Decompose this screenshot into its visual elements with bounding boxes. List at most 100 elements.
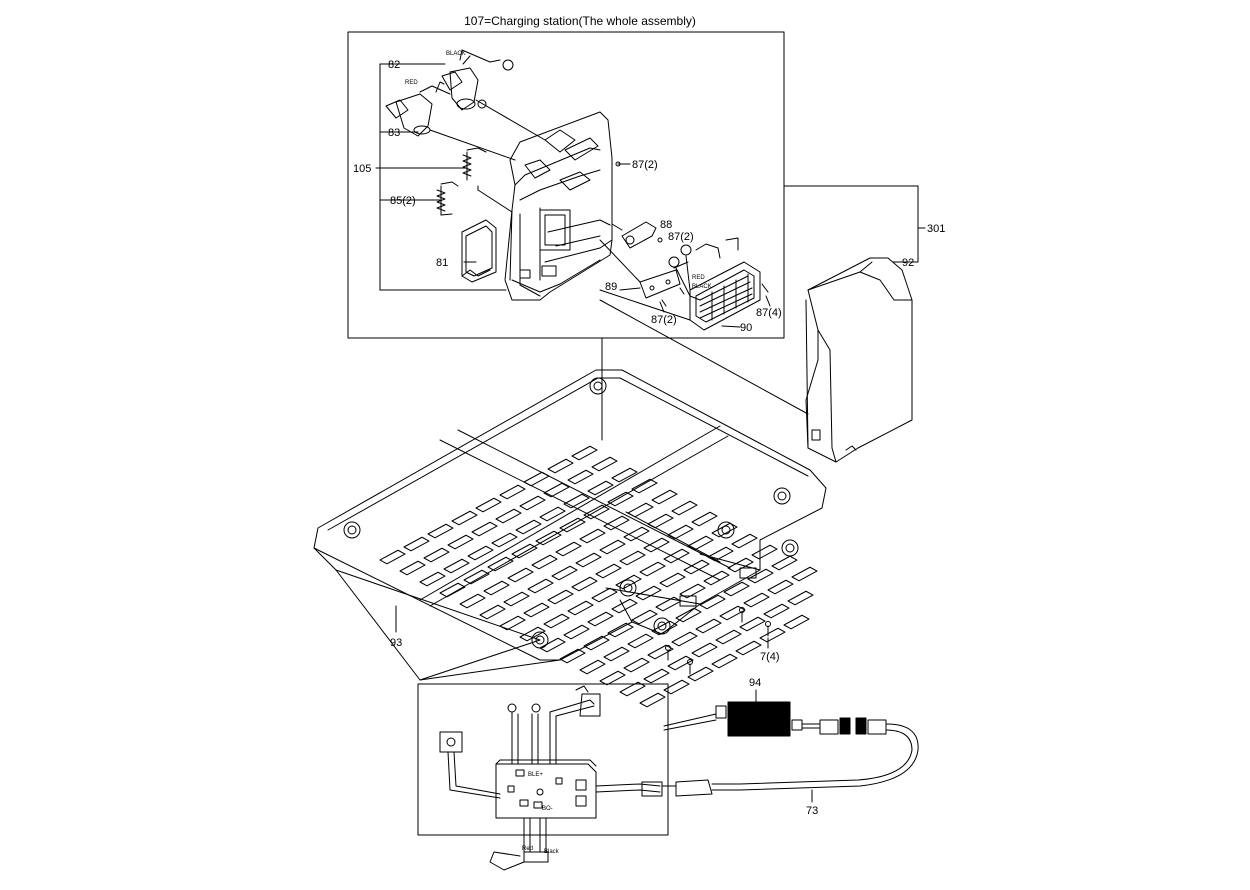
base-slot bbox=[491, 532, 518, 548]
base-slot bbox=[623, 526, 650, 542]
base-slot bbox=[479, 604, 506, 620]
wire-label-black-mid: BLACK bbox=[692, 284, 712, 290]
base-slot bbox=[379, 549, 406, 565]
base-slot bbox=[735, 640, 762, 656]
base-slot bbox=[567, 600, 594, 616]
base-slot bbox=[503, 591, 530, 607]
base-slot bbox=[475, 497, 502, 513]
detail-box-pcb bbox=[417, 683, 669, 836]
base-slot bbox=[583, 635, 610, 651]
base-slot bbox=[611, 467, 638, 483]
base-slot bbox=[767, 579, 794, 595]
springs-105-85 bbox=[436, 147, 513, 216]
base-slot bbox=[443, 558, 470, 574]
part-89 bbox=[599, 239, 689, 299]
base-slot bbox=[483, 580, 510, 596]
base-slot bbox=[587, 611, 614, 627]
base-slot bbox=[507, 567, 534, 583]
pcb-label-ble: BLE+ bbox=[528, 772, 543, 778]
base-slot bbox=[711, 653, 738, 669]
base-slot bbox=[599, 539, 626, 555]
base-slot bbox=[663, 679, 690, 695]
base-slot bbox=[547, 589, 574, 605]
base-slot bbox=[623, 657, 650, 673]
part-88 bbox=[611, 221, 663, 249]
callout-93: 93 bbox=[390, 637, 402, 649]
callout-73: 73 bbox=[806, 805, 818, 817]
base-slot bbox=[439, 582, 466, 598]
base-slot bbox=[631, 478, 658, 494]
base-slot bbox=[515, 519, 542, 535]
base-slot bbox=[599, 670, 626, 686]
station-housing-detail bbox=[504, 111, 613, 301]
base-slot bbox=[583, 504, 610, 520]
base-slot bbox=[563, 493, 590, 509]
base-slot bbox=[759, 627, 786, 643]
base-slot bbox=[555, 541, 582, 557]
screws-7 bbox=[665, 607, 771, 675]
callout-87-top: 87(2) bbox=[632, 159, 658, 171]
callout-87-4: 87(4) bbox=[756, 307, 782, 319]
base-slot bbox=[551, 565, 578, 581]
detail-box-station bbox=[347, 31, 785, 339]
base-slot bbox=[587, 480, 614, 496]
base-slot bbox=[687, 535, 714, 551]
base-slot bbox=[499, 484, 526, 500]
wire-label-black-bottom: Black bbox=[544, 849, 560, 855]
base-slot bbox=[787, 590, 814, 606]
base-slot bbox=[451, 510, 478, 526]
base-slot bbox=[471, 521, 498, 537]
base-slot bbox=[783, 614, 810, 630]
base-slot bbox=[571, 445, 598, 461]
base-slot bbox=[639, 692, 666, 708]
base-slot bbox=[595, 563, 622, 579]
left-bracket bbox=[375, 63, 507, 291]
callout-88: 88 bbox=[660, 219, 672, 231]
base-slot bbox=[639, 561, 666, 577]
base-slot bbox=[607, 491, 634, 507]
base-slot bbox=[671, 500, 698, 516]
callout-90: 90 bbox=[740, 322, 752, 334]
base-slot bbox=[399, 560, 426, 576]
base-slot bbox=[727, 557, 754, 573]
base-slot bbox=[539, 637, 566, 653]
base-slot bbox=[607, 622, 634, 638]
base-slot bbox=[511, 543, 538, 559]
base-slot bbox=[699, 594, 726, 610]
base-slot bbox=[543, 613, 570, 629]
base-slot bbox=[707, 546, 734, 562]
base-slot bbox=[527, 578, 554, 594]
wire-label-black-top: BLACK bbox=[446, 51, 466, 57]
callout-89: 89 bbox=[605, 281, 617, 293]
callout-7: 7(4) bbox=[760, 651, 780, 663]
base-slot bbox=[495, 508, 522, 524]
wire-label-red-top: RED bbox=[405, 80, 418, 86]
bracket-301 bbox=[783, 185, 926, 263]
pcb-board bbox=[495, 759, 597, 819]
base-slot bbox=[667, 524, 694, 540]
callout-94: 94 bbox=[749, 677, 761, 689]
base-slot bbox=[791, 566, 818, 582]
base-slot bbox=[715, 629, 742, 645]
base-slot bbox=[683, 559, 710, 575]
base-slot bbox=[603, 515, 630, 531]
wire-label-red-mid: RED bbox=[692, 275, 705, 281]
grille-90 bbox=[599, 237, 769, 331]
base-plate-93 bbox=[313, 369, 827, 708]
base-slot bbox=[687, 666, 714, 682]
base-slot bbox=[519, 495, 546, 511]
base-slot bbox=[611, 598, 638, 614]
cover-92 bbox=[805, 257, 913, 463]
base-slot bbox=[559, 648, 586, 664]
base-slot bbox=[743, 592, 770, 608]
base-slot bbox=[539, 506, 566, 522]
base-slot bbox=[675, 607, 702, 623]
base-slot bbox=[631, 609, 658, 625]
callout-301: 301 bbox=[927, 223, 945, 235]
contact-assemblies-82-83 bbox=[385, 49, 546, 161]
base-slot bbox=[403, 536, 430, 552]
base-slot bbox=[719, 605, 746, 621]
base-slot bbox=[603, 646, 630, 662]
base-slot bbox=[691, 511, 718, 527]
